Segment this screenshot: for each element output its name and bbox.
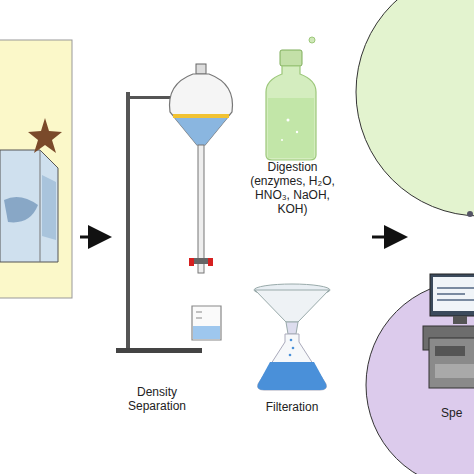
separatory-funnel <box>169 64 232 273</box>
star <box>28 118 62 153</box>
step-label: Density Separation <box>112 385 202 413</box>
milk-carton <box>0 150 58 262</box>
analysis-circle <box>356 0 474 216</box>
beaker <box>192 306 221 340</box>
flow-arrow <box>372 236 402 239</box>
reagent-bottle <box>266 37 316 160</box>
instrument-label: Spe <box>441 406 462 420</box>
step-label: Digestion (enzymes, H₂O, HNO₃, NaOH, KOH… <box>250 160 335 216</box>
sample-panel <box>0 40 72 298</box>
dot <box>467 211 473 217</box>
flow-arrow <box>80 236 106 239</box>
instrument-circle: Spe <box>365 280 474 474</box>
step-label: Filteration <box>252 400 332 414</box>
filter-flask <box>254 284 330 390</box>
circle-outline <box>365 280 474 474</box>
